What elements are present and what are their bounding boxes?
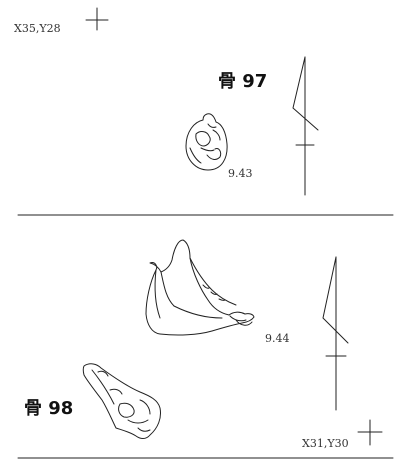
north-arrow-bone-97 bbox=[292, 56, 319, 196]
grid-coordinate-bottom-right: X31,Y30 bbox=[302, 437, 349, 450]
grid-coordinate-top-left: X35,Y28 bbox=[14, 22, 61, 35]
grid-crosshair-top-left bbox=[85, 7, 109, 31]
bone-98-title: 骨 98 bbox=[24, 398, 74, 419]
grid-crosshair-bottom-right bbox=[357, 419, 383, 446]
bone-98-mandible-sketch bbox=[145, 239, 255, 336]
bone-97-title: 骨 97 bbox=[218, 71, 268, 92]
bone-98-measurement: 9.44 bbox=[265, 332, 290, 345]
north-arrow-bone-98 bbox=[322, 256, 349, 411]
bone-97-sketch bbox=[185, 113, 228, 171]
bone-97-measurement: 9.43 bbox=[228, 167, 253, 180]
bone-98-fragment-sketch bbox=[82, 363, 161, 439]
